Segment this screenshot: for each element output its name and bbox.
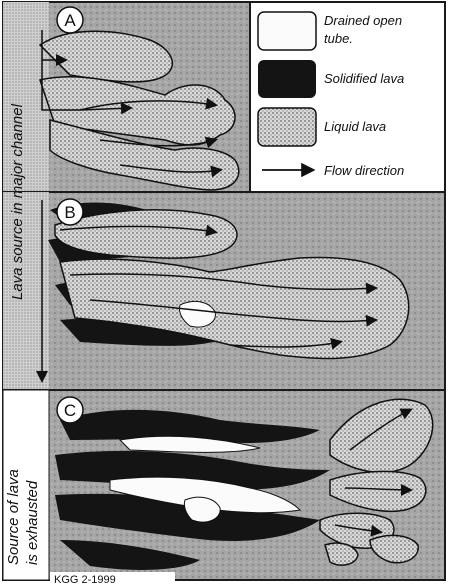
- panel-b: B: [3, 192, 445, 390]
- legend-solidified-text: Solidified lava: [324, 71, 404, 86]
- legend-drained-line2: tube.: [324, 31, 353, 46]
- legend-solidified-swatch: [258, 60, 316, 98]
- legend-liquid-text: Liquid lava: [324, 119, 386, 134]
- credit-text: KGG 2-1999: [54, 574, 116, 585]
- source-exhausted-line1: Source of lava: [5, 469, 22, 565]
- legend: Drained open tube. Solidified lava Liqui…: [250, 2, 445, 192]
- panel-c: C: [3, 390, 445, 580]
- source-exhausted-line2: is exhausted: [24, 480, 41, 565]
- legend-drained-line1: Drained open: [324, 13, 402, 28]
- legend-liquid-swatch: [258, 108, 316, 146]
- lava-source-label: Lava source in major channel: [9, 103, 26, 300]
- panel-c-label: C: [64, 401, 76, 420]
- legend-drained-swatch: [258, 12, 316, 50]
- legend-flow-text: Flow direction: [324, 163, 404, 178]
- panel-a-label: A: [64, 11, 76, 30]
- panel-b-label: B: [64, 203, 75, 222]
